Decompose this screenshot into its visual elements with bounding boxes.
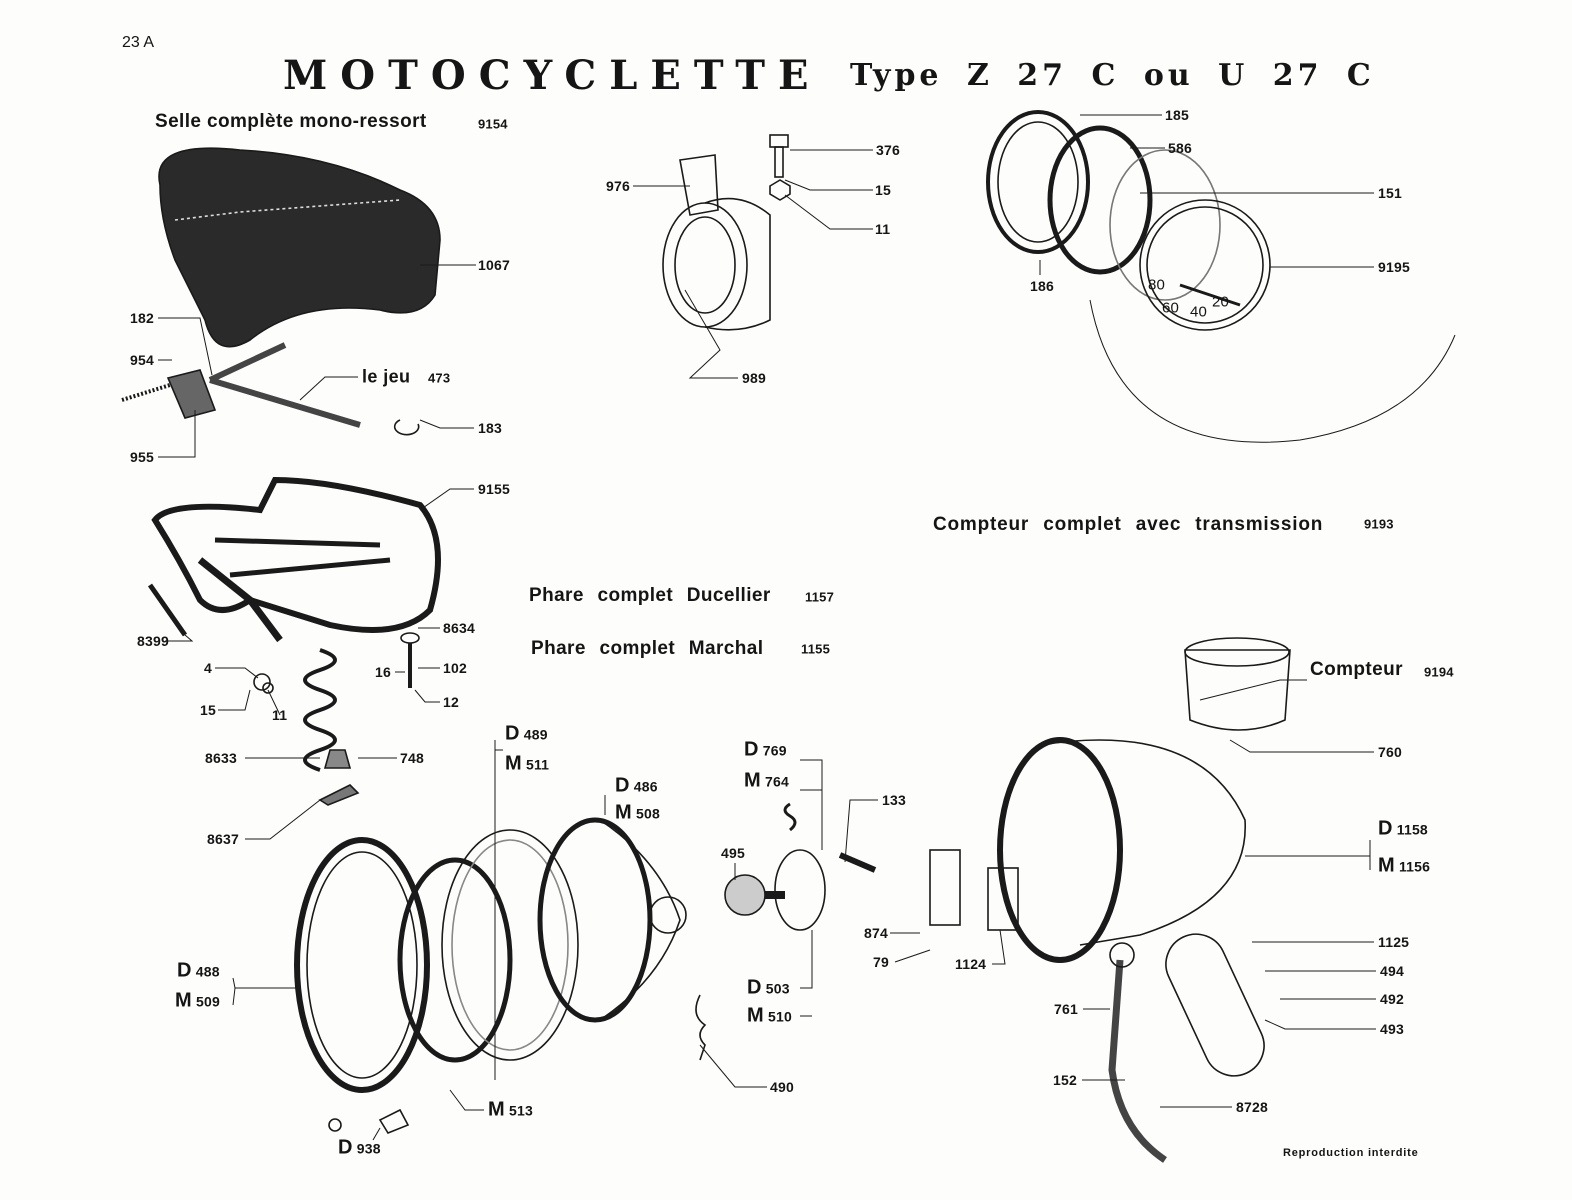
part-label: 15	[875, 182, 891, 198]
headlamp-drawing	[294, 802, 877, 1134]
ref-compteur: 9194	[1424, 664, 1454, 680]
part-label: 486	[633, 778, 658, 795]
part-label: 1067	[478, 257, 510, 273]
heading-le-jeu: le jeu	[362, 366, 411, 387]
part-label: 15	[200, 702, 216, 718]
ref-selle: 9154	[478, 116, 508, 132]
part-label: 761	[1054, 1001, 1078, 1017]
speedo-headlamp-shell-drawing	[929, 637, 1291, 1163]
saddle-drawing	[121, 147, 441, 436]
part-label: 503	[765, 980, 790, 997]
part-label: 152	[1053, 1072, 1077, 1088]
ducellier-marker: D	[177, 959, 192, 982]
part-label: 769	[762, 742, 787, 759]
ducellier-marker: D	[1378, 817, 1393, 840]
part-label: 495	[721, 845, 745, 861]
ref-le-jeu: 473	[428, 370, 451, 386]
ducellier-marker: D	[615, 774, 630, 797]
ref-phare-ducellier: 1157	[805, 589, 835, 605]
marchal-marker: M	[1378, 854, 1395, 877]
page-number: 23 A	[122, 34, 155, 51]
part-label: 186	[1030, 278, 1054, 294]
part-label: 8633	[205, 750, 237, 766]
part-label: 9155	[478, 481, 510, 497]
part-label: 955	[130, 449, 154, 465]
part-label: 151	[1378, 185, 1402, 201]
part-label: 182	[130, 310, 154, 326]
marchal-marker: M	[744, 769, 761, 792]
part-label: 11	[272, 707, 288, 723]
heading-phare-marchal: Phare complet Marchal	[531, 638, 764, 659]
marchal-marker: M	[615, 801, 632, 824]
marchal-marker: M	[505, 752, 522, 775]
part-label: 764	[764, 773, 789, 790]
part-label: 509	[195, 993, 220, 1010]
dial-number: 60	[1162, 299, 1180, 317]
part-label: 493	[1380, 1021, 1404, 1037]
part-label: 79	[873, 954, 889, 970]
part-label: 492	[1380, 991, 1404, 1007]
part-label: 488	[195, 963, 220, 980]
heading-phare-ducellier: Phare complet Ducellier	[529, 585, 771, 606]
marchal-marker: M	[747, 1004, 764, 1027]
part-label: 8637	[207, 831, 239, 847]
dial-number: 20	[1212, 293, 1230, 311]
dial-number: 40	[1190, 303, 1208, 321]
part-label: 12	[443, 694, 459, 710]
part-label: 508	[635, 805, 660, 822]
part-label: 511	[525, 756, 550, 773]
part-label: 183	[478, 420, 502, 436]
part-label: 185	[1165, 107, 1189, 123]
ref-phare-marchal: 1155	[801, 641, 831, 657]
part-label: 11	[875, 221, 891, 237]
leader-lines	[158, 114, 1376, 1141]
part-label: 133	[882, 792, 906, 808]
part-label: 748	[400, 750, 424, 766]
heading-selle: Selle complète mono-ressort	[155, 111, 427, 132]
saddle-frame-drawing	[147, 476, 441, 806]
heading-compteur: Compteur	[1310, 659, 1403, 680]
part-label: 976	[606, 178, 630, 194]
part-label: 102	[443, 660, 467, 676]
part-label: 1125	[1378, 934, 1410, 950]
ducellier-marker: D	[338, 1136, 353, 1159]
part-label: 376	[876, 142, 900, 158]
marchal-marker: M	[175, 989, 192, 1012]
part-label: 16	[375, 664, 391, 680]
part-label: 494	[1380, 963, 1404, 979]
page-title: MOTOCYCLETTE	[283, 52, 822, 99]
part-label: 490	[770, 1079, 794, 1095]
part-label: 4	[204, 660, 212, 676]
part-label: 1156	[1398, 858, 1431, 875]
ducellier-marker: D	[747, 976, 762, 999]
part-label: 989	[742, 370, 766, 386]
page-subtitle: Type Z 27 C ou U 27 C	[850, 58, 1375, 93]
part-label: 1158	[1396, 821, 1428, 838]
ref-compteur-complet: 9193	[1364, 516, 1394, 532]
heading-compteur-complet: Compteur complet avec transmission	[933, 514, 1324, 535]
part-label: 8399	[137, 633, 169, 649]
part-label: 954	[130, 352, 154, 368]
part-label: 760	[1378, 744, 1402, 760]
ducellier-marker: D	[744, 738, 759, 761]
dial-number: 80	[1148, 276, 1166, 294]
part-label: 513	[508, 1102, 533, 1119]
part-label: 489	[523, 726, 548, 743]
part-label: 1124	[955, 956, 987, 972]
ducellier-marker: D	[505, 722, 520, 745]
part-label: 938	[356, 1140, 381, 1157]
speedometer-drawing	[986, 110, 1456, 443]
part-label: 874	[864, 925, 888, 941]
part-label: 586	[1168, 140, 1192, 156]
part-label: 8728	[1236, 1099, 1268, 1115]
footer-note: Reproduction interdite	[1283, 1147, 1419, 1159]
part-label: 9195	[1378, 259, 1410, 275]
part-label: 8634	[443, 620, 475, 636]
marchal-marker: M	[488, 1098, 505, 1121]
part-label: 510	[767, 1008, 792, 1025]
horn-drawing	[662, 134, 791, 331]
